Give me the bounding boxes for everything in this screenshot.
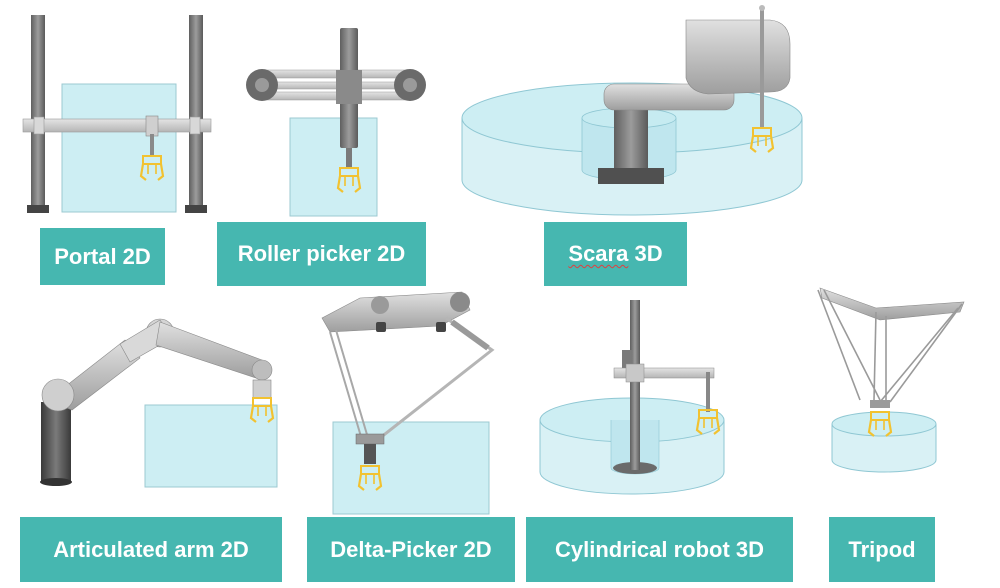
delta-picker-robot-illustration bbox=[321, 291, 495, 515]
label-scara-3d: Scara 3D bbox=[544, 222, 687, 286]
label-delta-picker-2d: Delta-Picker 2D bbox=[307, 517, 515, 582]
cylindrical-robot-illustration bbox=[539, 300, 725, 495]
portal-robot-illustration bbox=[22, 15, 212, 213]
articulated-arm-robot-illustration bbox=[40, 318, 278, 488]
tripod-robot-illustration bbox=[817, 287, 965, 473]
label-tripod: Tripod bbox=[829, 517, 935, 582]
roller-picker-robot-illustration bbox=[246, 28, 426, 217]
scara-word: Scara bbox=[568, 241, 629, 266]
label-portal-2d: Portal 2D bbox=[40, 228, 165, 285]
label-cylindrical-robot-3d: Cylindrical robot 3D bbox=[526, 517, 793, 582]
label-articulated-arm-2d: Articulated arm 2D bbox=[20, 517, 282, 582]
label-roller-picker-2d: Roller picker 2D bbox=[217, 222, 426, 286]
scara-robot-illustration bbox=[461, 5, 803, 216]
scara-suffix: 3D bbox=[628, 241, 663, 266]
